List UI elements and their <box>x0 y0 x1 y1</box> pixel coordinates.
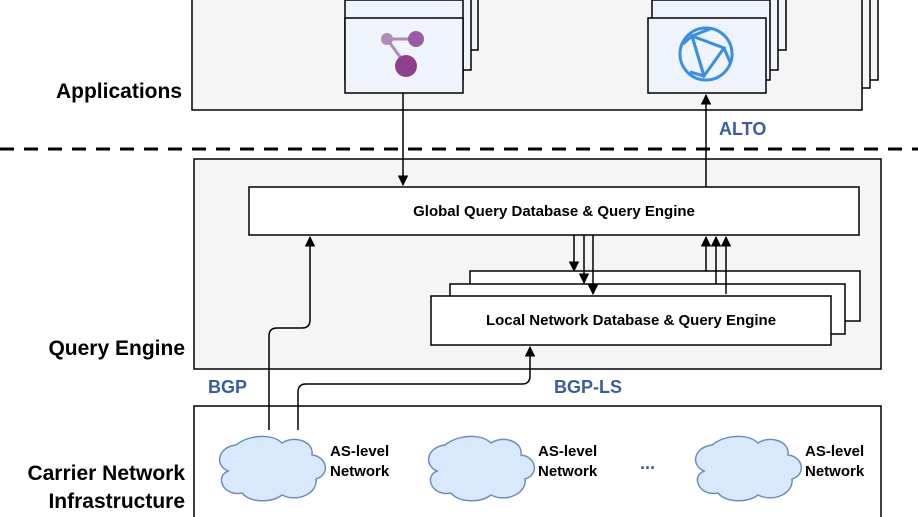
protocol-label-bgp-ls: BGP-LS <box>554 377 623 397</box>
network-ellipsis: ... <box>640 453 656 473</box>
network-label-line1: AS-level <box>538 443 598 460</box>
layer-label-applications: Applications <box>55 80 182 103</box>
network-label: AS-level Network <box>805 442 864 482</box>
network-label-line2: Network <box>538 463 598 480</box>
protocol-label-bgp: BGP <box>208 377 248 397</box>
cloud-icon <box>427 435 535 502</box>
layer-label-carrier-line1: Carrier Network <box>27 462 185 485</box>
network-label-line1: AS-level <box>805 443 865 460</box>
network-globe-icon <box>678 26 734 82</box>
local-query-stack <box>430 270 861 346</box>
network-label-line1: AS-level <box>330 443 390 460</box>
global-query-box <box>248 186 860 236</box>
network-label: AS-level Network <box>538 442 597 482</box>
local-query-label: Local Network Database & Query Engine <box>485 312 777 329</box>
network-label-line2: Network <box>805 463 865 480</box>
cloud-icon <box>218 435 326 502</box>
network-label: AS-level Network <box>330 442 389 482</box>
arrows <box>268 93 732 430</box>
layer-label-carrier-line2: Infrastructure <box>48 490 185 513</box>
left-app-card <box>344 0 479 94</box>
network-label-line2: Network <box>330 463 390 480</box>
protocol-label-alto: ALTO <box>719 119 767 139</box>
cloud-icon <box>694 435 802 502</box>
layer-label-query-engine: Query Engine <box>48 337 185 360</box>
graph-nodes-icon <box>381 31 424 77</box>
global-query-label: Global Query Database & Query Engine <box>413 202 695 220</box>
